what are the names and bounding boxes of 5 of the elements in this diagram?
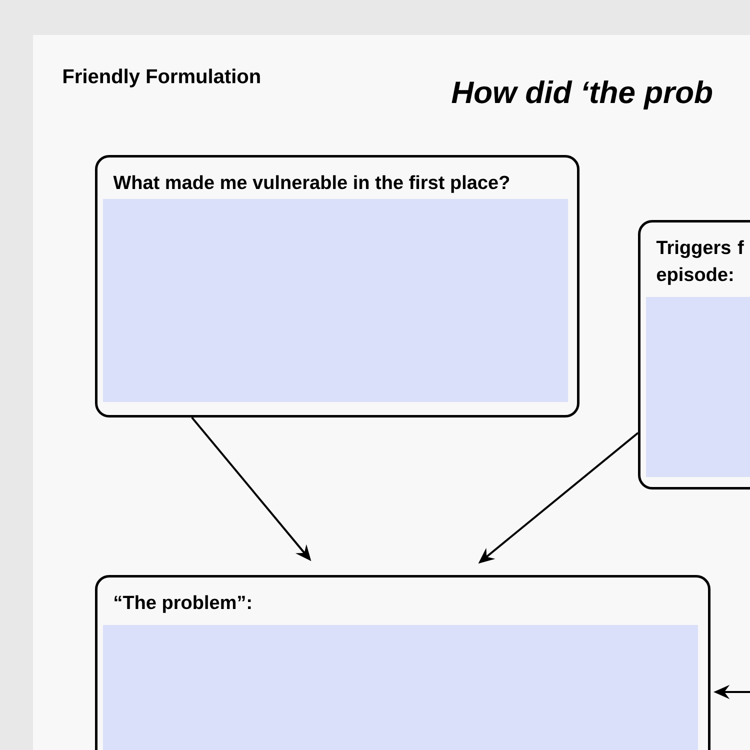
worksheet-name: Friendly Formulation	[64, 68, 260, 88]
worksheet-box: “The problem”:	[95, 575, 710, 750]
worksheet-box: What made me vulnerable in the first place?	[95, 155, 580, 418]
worksheet-box: Triggers f episode:	[638, 220, 750, 490]
heading: How did ‘the prob	[452, 80, 712, 110]
